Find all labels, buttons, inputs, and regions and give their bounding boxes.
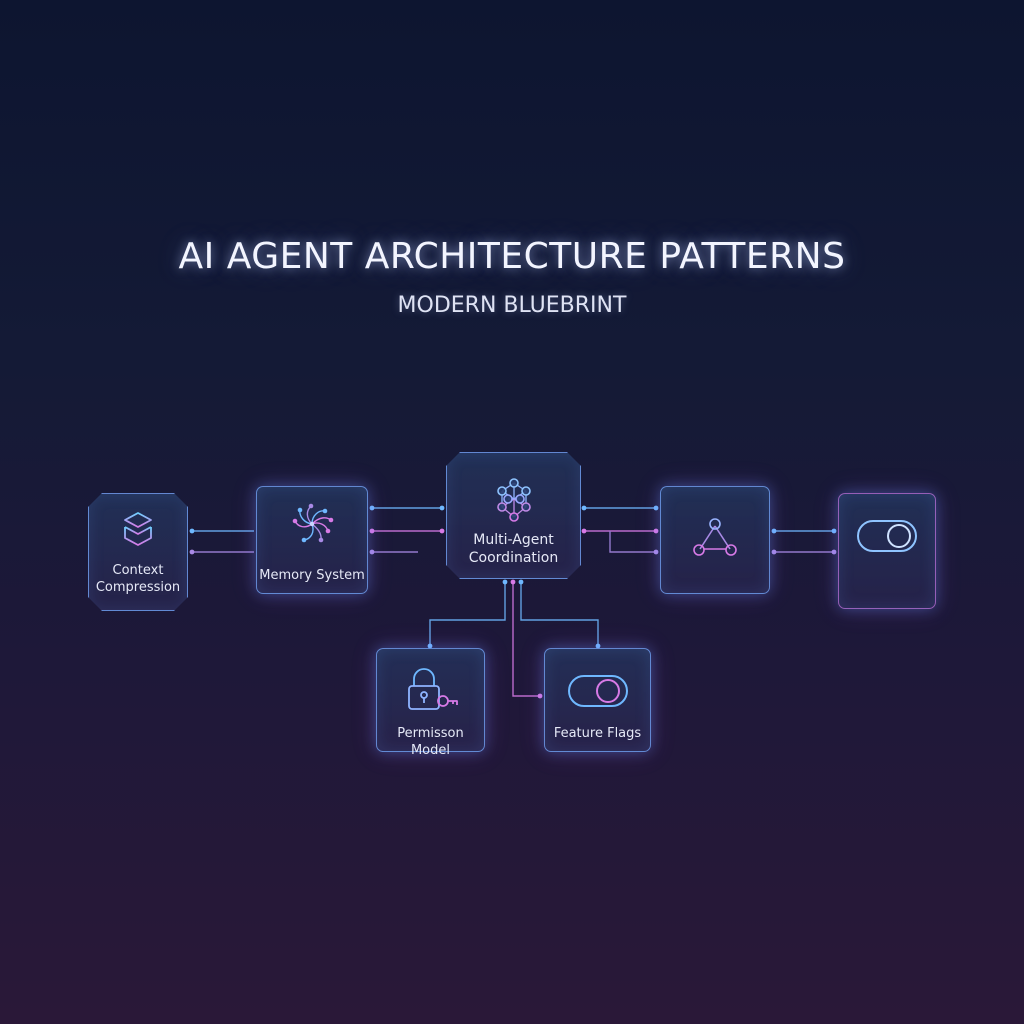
node-label: Context Compression <box>89 562 187 596</box>
wire-dot <box>831 528 837 534</box>
wire-dot <box>439 528 445 534</box>
wire-dot <box>595 643 601 649</box>
wire-dot <box>653 505 659 511</box>
node-label: Feature Flags <box>553 726 642 741</box>
wire-multi-feature-a <box>512 582 540 697</box>
wire-dot <box>653 549 659 555</box>
lock-key-icon <box>403 667 459 717</box>
toggle-icon <box>856 518 918 558</box>
wire-dot <box>831 549 837 555</box>
node-feature-flags[interactable]: Feature Flags <box>544 648 651 752</box>
wire-dot <box>369 549 375 555</box>
node-triangle-graph[interactable] <box>660 486 770 594</box>
wire-dot <box>653 528 659 534</box>
node-label-line2: Coordination <box>468 550 559 566</box>
wire-dot <box>771 528 777 534</box>
wire-dot <box>502 579 508 585</box>
wire-dot <box>427 643 433 649</box>
node-toggle[interactable] <box>838 493 936 609</box>
node-permission-model[interactable]: Permisson Model <box>376 648 485 758</box>
wire-dot <box>369 528 375 534</box>
wire-dot <box>189 528 195 534</box>
wire-dot <box>581 528 587 534</box>
toggle-icon <box>567 673 629 713</box>
diagram-title: AI AGENT ARCHITECTURE PATTERNS <box>178 236 846 277</box>
wire-dot <box>518 579 524 585</box>
wire-multi-feature-b <box>520 582 599 646</box>
wire-dot <box>581 505 587 511</box>
wire-multi-permission <box>429 582 506 646</box>
wire-dot <box>537 693 543 699</box>
node-label-line2: Compression <box>95 580 181 595</box>
network-hex-icon <box>490 477 538 529</box>
node-context-compression[interactable]: Context Compression <box>88 493 188 611</box>
wire-multi-triangle-3 <box>609 531 656 553</box>
stack-cube-icon <box>118 510 158 552</box>
node-multi-agent-coordination[interactable]: Multi-Agent Coordination <box>446 452 581 579</box>
node-label: Multi-Agent Coordination <box>447 531 580 567</box>
neural-spiral-icon <box>289 501 335 551</box>
wire-dot <box>369 505 375 511</box>
node-memory-system[interactable]: Memory System <box>256 486 368 594</box>
wire-dot <box>439 505 445 511</box>
wire-dot <box>189 549 195 555</box>
triangle-graph-icon <box>691 517 739 563</box>
diagram-subtitle: MODERN BLUEBRINT <box>397 293 627 318</box>
node-label-line1: Multi-Agent <box>473 532 554 548</box>
node-label: Permisson Model <box>397 726 464 758</box>
node-label: Memory System <box>259 568 365 583</box>
node-label-line1: Context <box>112 563 164 578</box>
wire-dot <box>510 579 516 585</box>
wire-dot <box>771 549 777 555</box>
